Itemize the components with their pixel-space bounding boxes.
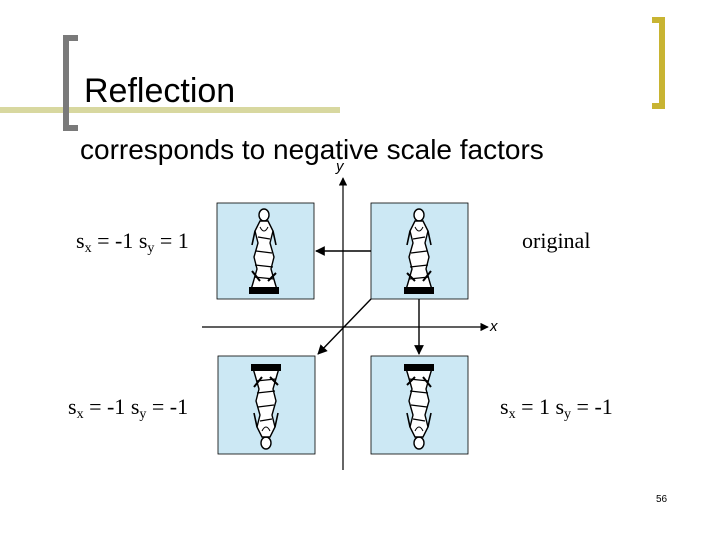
- x-axis-label: x: [490, 318, 498, 335]
- label-bottom-right-sx: 1: [538, 394, 550, 419]
- page-number: 56: [656, 494, 668, 505]
- label-bottom-left-sx: -1: [106, 394, 126, 419]
- label-top-left-sy: 1: [177, 228, 189, 253]
- right-bracket: [652, 17, 665, 109]
- label-bottom-right-sy: -1: [594, 394, 613, 419]
- slide-title: Reflection: [84, 72, 236, 110]
- arrow-to-bottom-left: [317, 298, 372, 355]
- title-underline: [0, 107, 340, 113]
- label-top-right: original: [522, 228, 591, 253]
- y-axis-label: y: [336, 158, 344, 175]
- label-bottom-right: sx = 1 sy = -1: [500, 394, 613, 422]
- label-top-left-sx: -1: [114, 228, 134, 253]
- label-bottom-left-sy: -1: [169, 394, 189, 419]
- label-bottom-left: sx = -1 sy = -1: [68, 394, 189, 422]
- left-bracket: [63, 35, 78, 131]
- slide-subtitle: corresponds to negative scale factors: [80, 134, 544, 165]
- label-top-left: sx = -1 sy = 1: [76, 228, 189, 256]
